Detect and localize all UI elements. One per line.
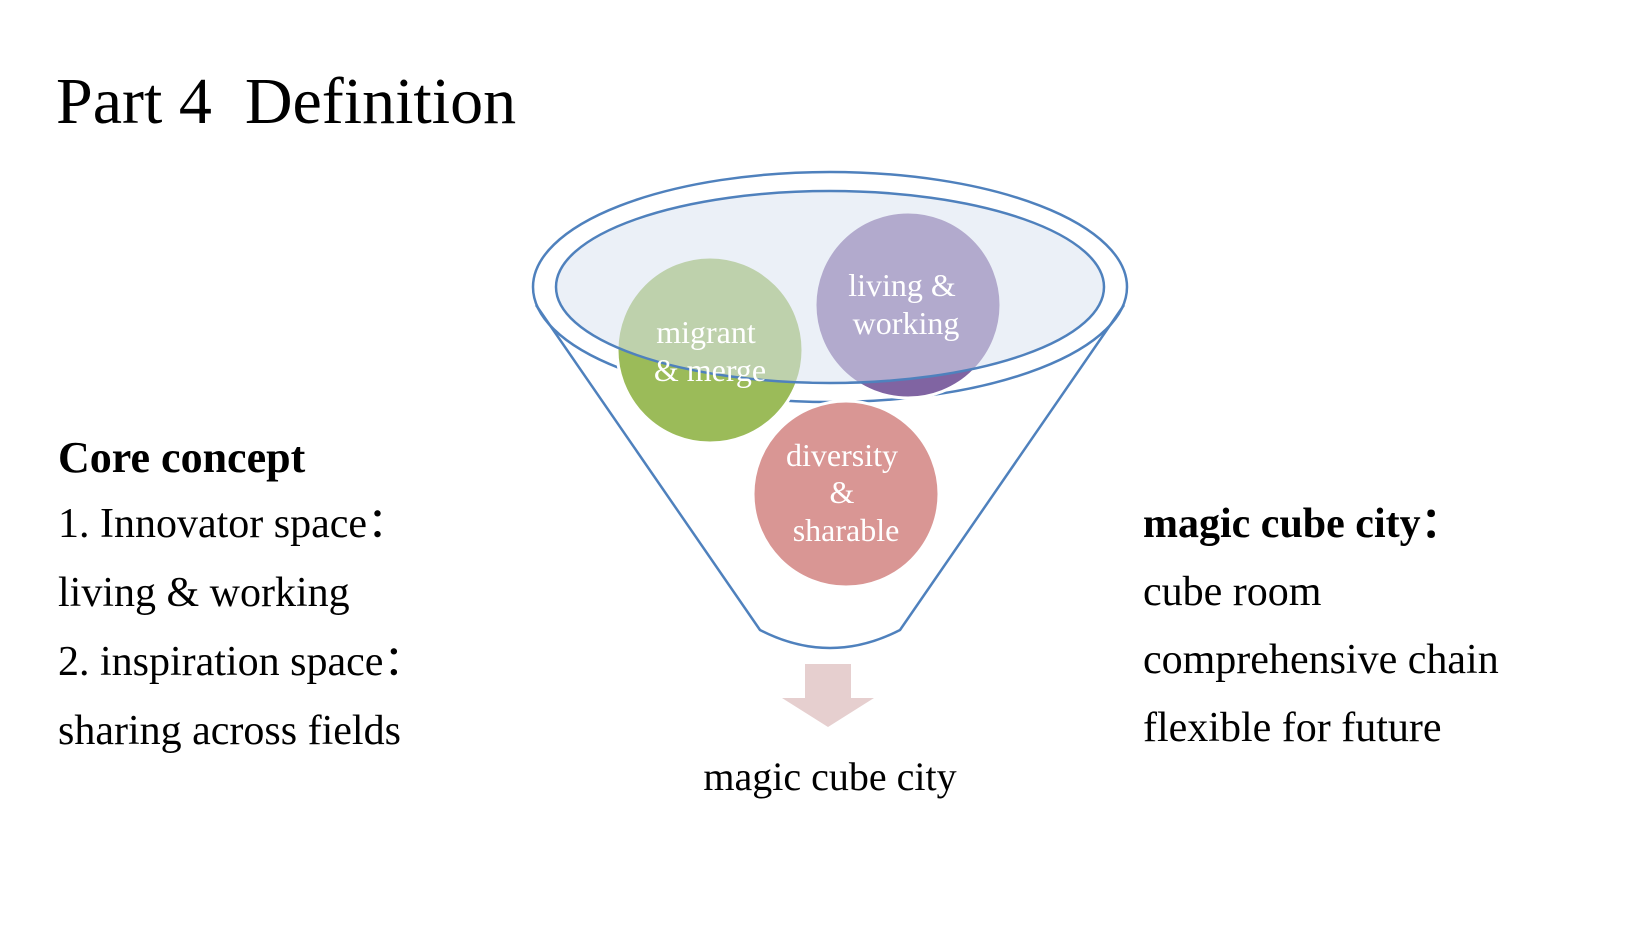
- magic-cube-city-heading: magic cube city：: [1143, 501, 1463, 547]
- circle-label-living-line-2: working: [853, 305, 960, 341]
- magic-cube-city-panel: magic cube city： cube room comprehensive…: [1143, 490, 1613, 762]
- circle-label-migrant: migrant & merge: [654, 314, 766, 388]
- magic-cube-city-line-3: flexible for future: [1143, 705, 1442, 751]
- circle-label-living-line-1: living &: [848, 267, 956, 303]
- circle-label-diversity-line-2: &: [830, 474, 855, 510]
- core-concept-line-4: sharing across fields: [58, 708, 401, 754]
- circle-label-diversity-line-1: diversity: [786, 437, 898, 473]
- magic-cube-city-line-1: cube room: [1143, 569, 1322, 615]
- core-concept-line-2: living & working: [58, 570, 350, 616]
- circle-diversity-sharable: [751, 399, 941, 589]
- core-concept-line-1: 1. Innovator space：: [58, 501, 410, 547]
- core-concept-line-3: 2. inspiration space：: [58, 639, 426, 685]
- funnel-liquid-surface: [554, 189, 1106, 385]
- circle-label-migrant-line-1: migrant: [656, 314, 756, 350]
- circle-label-diversity-line-3: sharable: [793, 512, 900, 548]
- funnel-body: [534, 304, 1126, 650]
- core-concept-panel: Core concept 1. Innovator space： living …: [58, 426, 558, 766]
- funnel-output-label: magic cube city: [703, 754, 957, 799]
- magic-cube-city-line-2: comprehensive chain: [1143, 637, 1499, 683]
- circle-label-diversity: diversity & sharable: [786, 437, 906, 548]
- core-concept-heading: Core concept: [58, 433, 306, 482]
- slide-title: Part 4 Definition: [56, 65, 517, 138]
- circle-label-living: living & working: [848, 267, 964, 341]
- down-arrow-icon: [782, 664, 874, 727]
- circle-label-migrant-line-2: & merge: [654, 352, 766, 388]
